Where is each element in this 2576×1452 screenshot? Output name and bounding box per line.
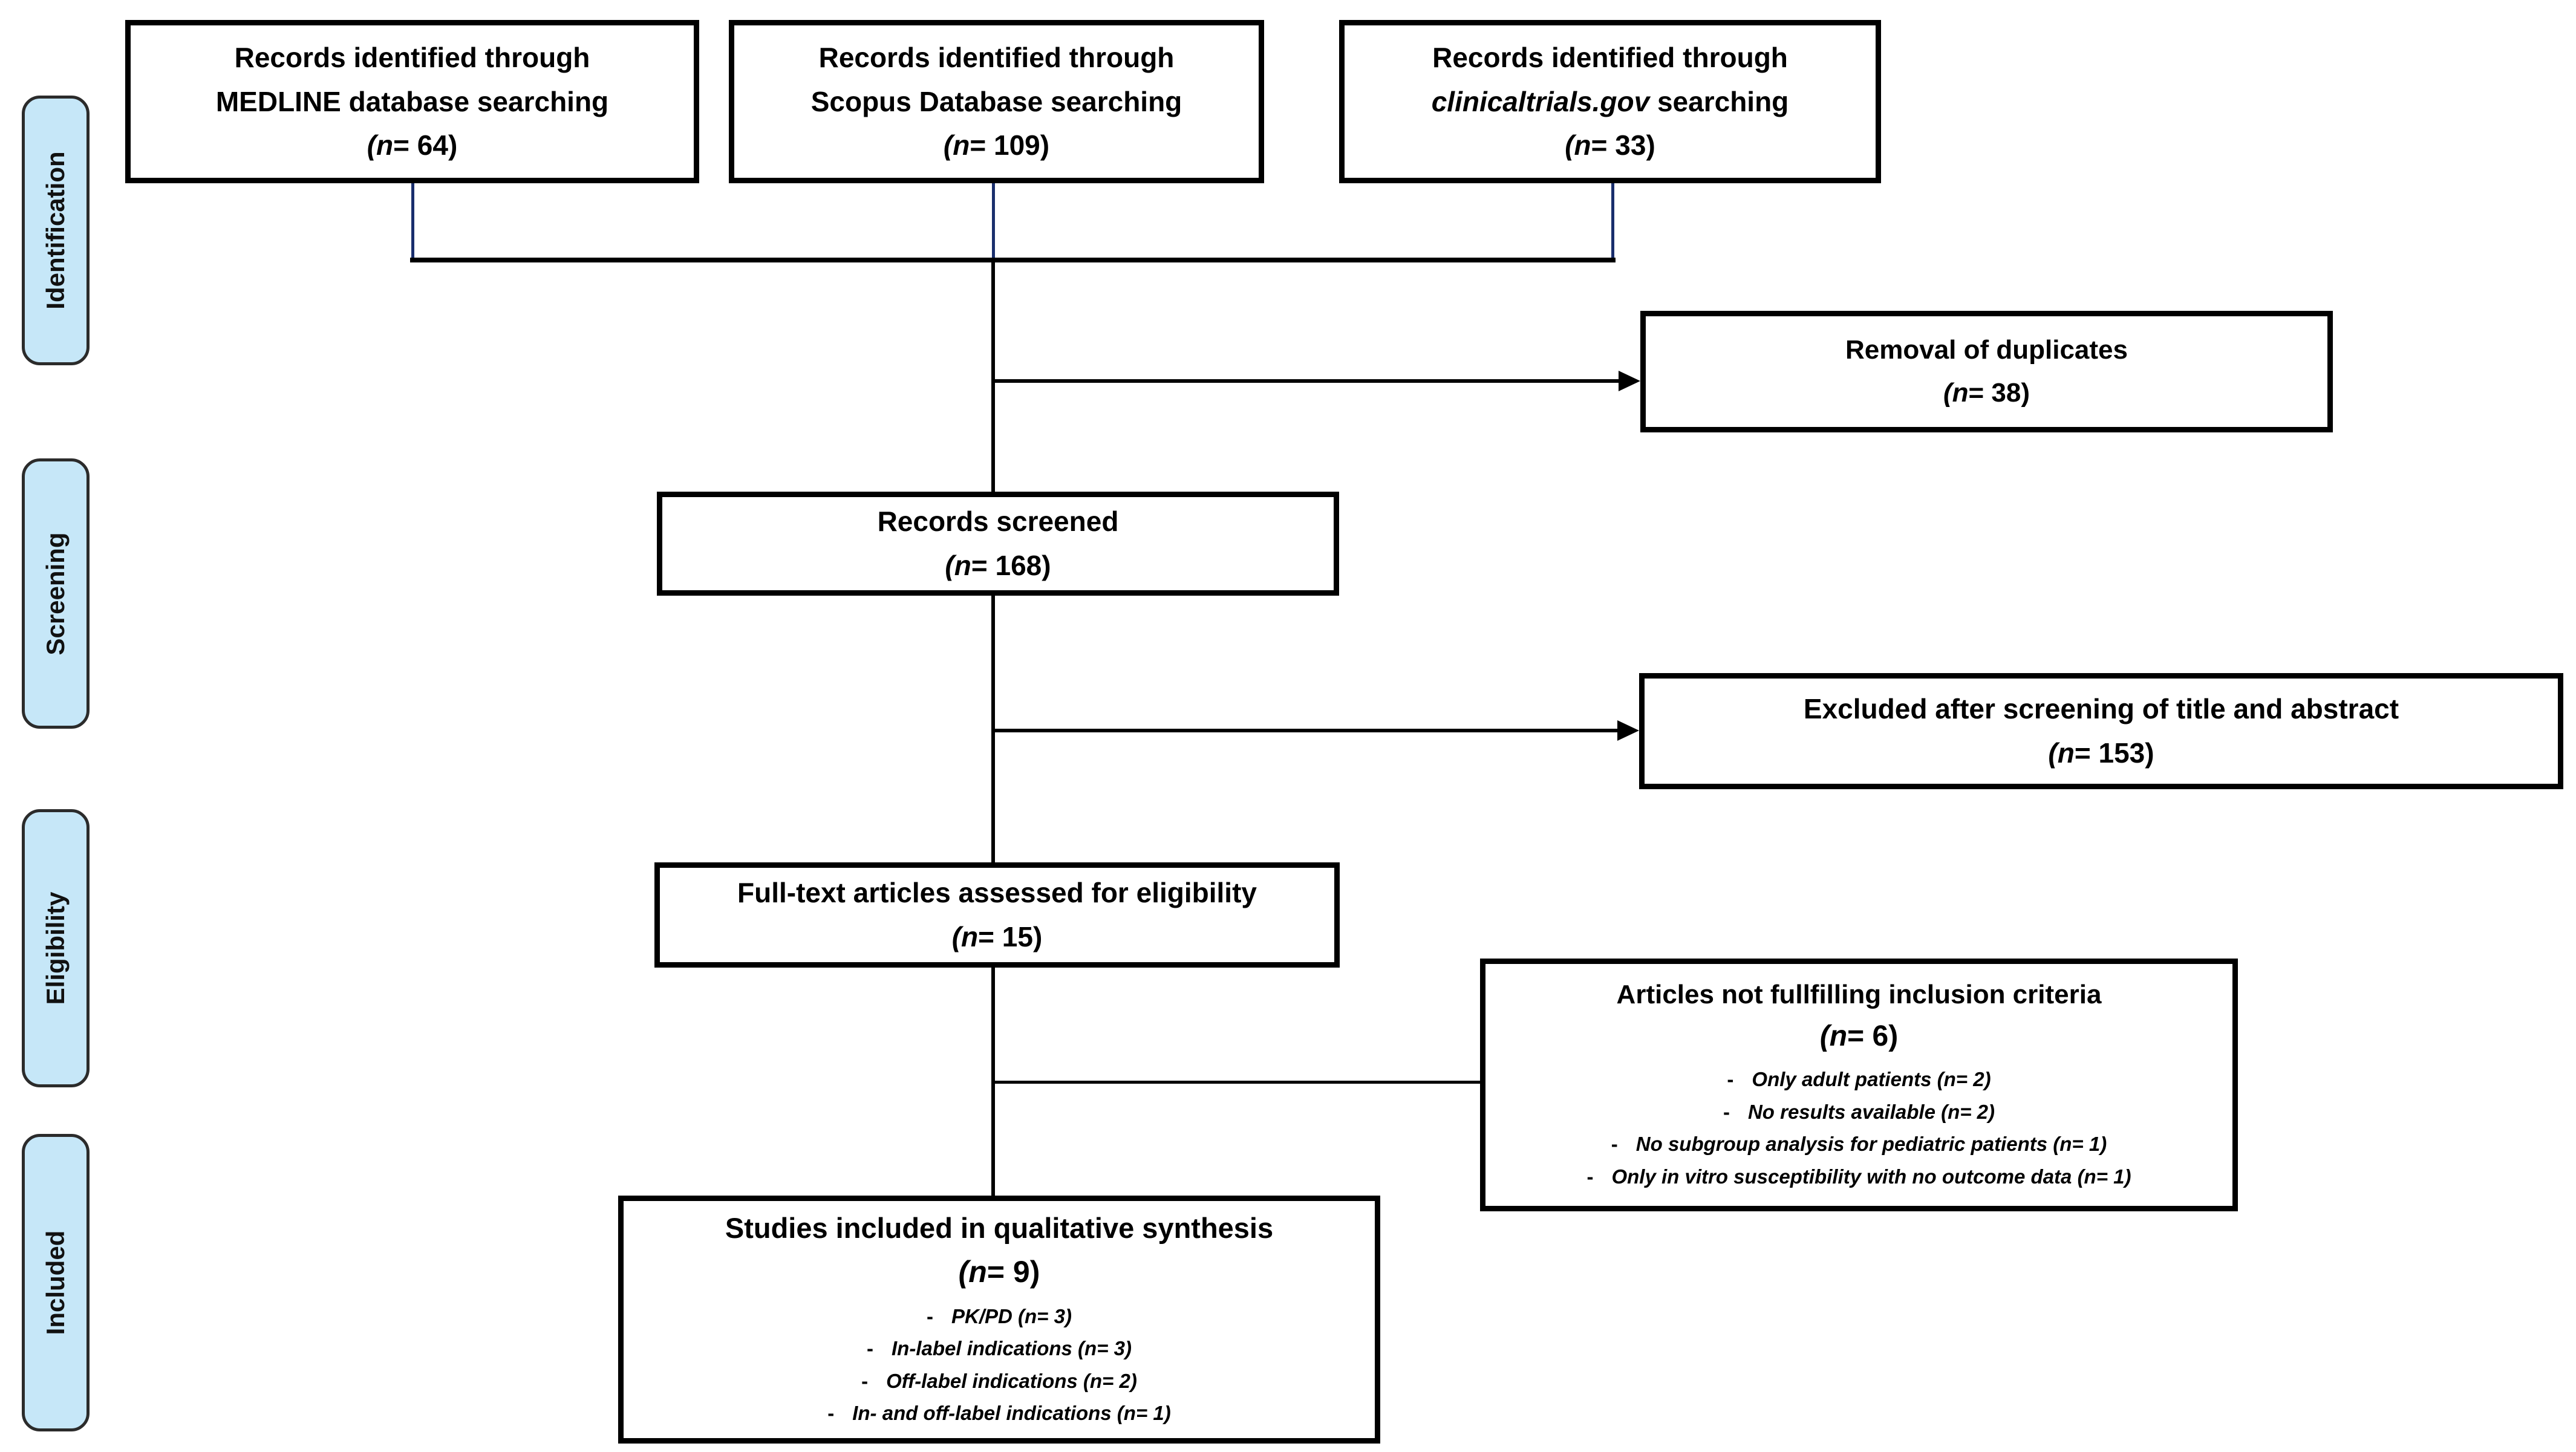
connector-to-excluded [993, 729, 1617, 732]
box-fulltext-count: (n= 15) [951, 921, 1043, 952]
box-excluded-count: (n= 153) [2048, 737, 2154, 769]
qualitative-bullet-3: -Off-label indications (n= 2) [861, 1365, 1137, 1397]
box-scopus-line2: Scopus Database searching [810, 85, 1182, 117]
box-not-fulfilling: Articles not fullfilling inclusion crite… [1480, 959, 2238, 1211]
box-medline-count: (n= 64) [367, 129, 458, 161]
not-fulfilling-bullet-1: -Only adult patients (n= 2) [1727, 1063, 1991, 1095]
box-scopus-count: (n= 109) [943, 129, 1050, 161]
box-qualitative: Studies included in qualitative synthesi… [618, 1196, 1380, 1444]
dash-icon: - [827, 1402, 835, 1425]
dash-icon: - [1611, 1133, 1618, 1156]
box-excluded: Excluded after screening of title and ab… [1639, 673, 2563, 789]
connector-merge-bar [410, 258, 1616, 262]
box-medline-line2: MEDLINE database searching [215, 85, 609, 117]
dash-icon: - [1727, 1068, 1734, 1091]
box-scopus-line1: Records identified through [818, 41, 1175, 73]
box-excluded-title: Excluded after screening of title and ab… [1803, 693, 2399, 725]
connector-merge-to-screened [991, 260, 995, 494]
dash-icon: - [927, 1304, 934, 1327]
qualitative-bullet-4: -In- and off-label indications (n= 1) [827, 1397, 1171, 1429]
stage-identification: Identification [22, 96, 90, 365]
connector-scopus-drop [992, 183, 995, 261]
box-screened: Records screened (n= 168) [657, 492, 1339, 596]
not-fulfilling-bullet-4: -Only in vitro susceptibility with no ou… [1586, 1161, 2131, 1193]
stage-screening: Screening [22, 458, 90, 729]
box-qualitative-count: (n= 9) [958, 1255, 1040, 1289]
box-qualitative-title: Studies included in qualitative synthesi… [725, 1212, 1274, 1245]
dash-icon: - [1723, 1100, 1730, 1123]
box-fulltext-title: Full-text articles assessed for eligibil… [737, 877, 1257, 909]
box-screened-title: Records screened [877, 506, 1119, 538]
stage-identification-label: Identification [41, 151, 70, 310]
box-clinicaltrials-count: (n= 33) [1565, 129, 1655, 161]
connector-to-not-fulfilling [993, 1081, 1482, 1084]
box-duplicates-title: Removal of duplicates [1845, 335, 2128, 365]
box-clinicaltrials: Records identified through clinicaltrial… [1339, 20, 1881, 183]
box-duplicates: Removal of duplicates (n= 38) [1640, 311, 2333, 432]
not-fulfilling-bullet-2: -No results available (n= 2) [1723, 1096, 1995, 1128]
arrowhead-duplicates-icon [1619, 371, 1640, 391]
box-medline: Records identified through MEDLINE datab… [125, 20, 699, 183]
box-scopus: Records identified through Scopus Databa… [729, 20, 1264, 183]
stage-screening-label: Screening [41, 532, 70, 656]
stage-included: Included [22, 1134, 90, 1431]
not-fulfilling-bullet-3: -No subgroup analysis for pediatric pati… [1611, 1128, 2107, 1160]
connector-clinicaltrials-drop [1611, 183, 1614, 261]
box-not-fulfilling-count: (n= 6) [1819, 1020, 1899, 1052]
qualitative-bullet-2: -In-label indications (n= 3) [867, 1332, 1132, 1364]
connector-medline-drop [411, 183, 414, 261]
box-screened-count: (n= 168) [945, 550, 1051, 581]
box-not-fulfilling-title: Articles not fullfilling inclusion crite… [1616, 979, 2102, 1009]
stage-eligibility-label: Eligibility [41, 891, 70, 1005]
box-clinicaltrials-line2: clinicaltrials.gov searching [1431, 85, 1789, 117]
dash-icon: - [1586, 1165, 1594, 1188]
box-medline-line1: Records identified through [234, 41, 590, 73]
stage-eligibility: Eligibility [22, 809, 90, 1087]
dash-icon: - [861, 1369, 869, 1392]
box-fulltext: Full-text articles assessed for eligibil… [654, 862, 1340, 968]
connector-to-duplicates [993, 379, 1620, 383]
qualitative-bullet-1: -PK/PD (n= 3) [927, 1300, 1072, 1332]
box-duplicates-count: (n= 38) [1943, 377, 2030, 408]
dash-icon: - [867, 1337, 874, 1360]
stage-included-label: Included [41, 1230, 70, 1335]
arrowhead-excluded-icon [1617, 720, 1639, 741]
box-clinicaltrials-line1: Records identified through [1432, 41, 1788, 73]
